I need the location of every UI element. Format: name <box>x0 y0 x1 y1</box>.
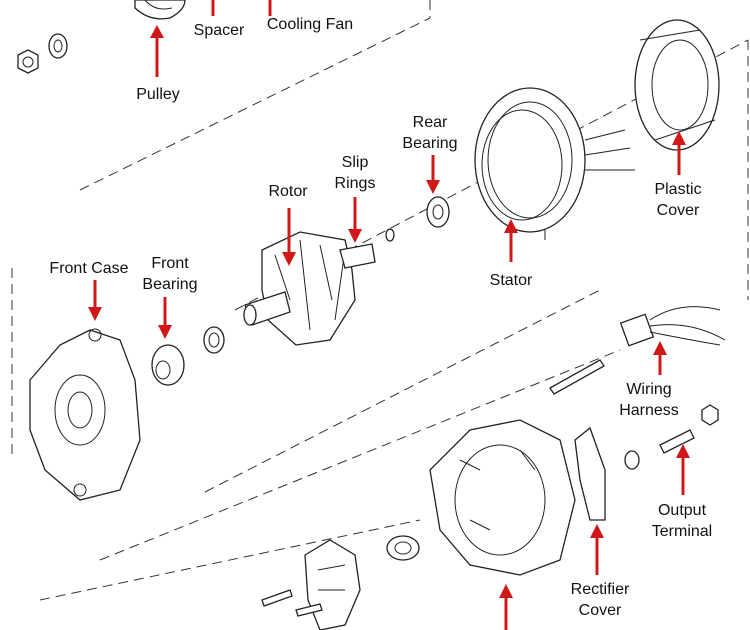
label-output-terminal-line1: Output <box>657 502 707 519</box>
output-terminal-part <box>624 404 719 470</box>
bush-part <box>386 535 420 561</box>
label-rear-bearing-line1: Rear <box>412 114 448 131</box>
assembly-axis-lower <box>11 268 601 493</box>
label-plastic-cover-line2: Cover <box>656 202 700 219</box>
label-rectifier-cover-line2: Cover <box>578 602 622 619</box>
label-pulley: Pulley <box>136 86 180 103</box>
rectifier-cover-part <box>574 426 606 521</box>
label-slip-rings-line2: Rings <box>334 175 376 192</box>
front-bearing-part <box>151 326 225 386</box>
label-rear-bearing-line2: Bearing <box>402 135 458 152</box>
nut-and-washer <box>17 33 68 74</box>
label-front-bearing-line2: Bearing <box>142 276 198 293</box>
label-cooling-fan: Cooling Fan <box>266 16 354 33</box>
rectifier-part <box>261 539 361 630</box>
label-slip-rings-line1: Slip <box>341 154 369 171</box>
rear-housing-part <box>429 419 576 576</box>
label-front-case: Front Case <box>49 260 129 277</box>
rear-bearing-part <box>426 196 450 228</box>
arrows <box>88 0 690 630</box>
label-rectifier-cover-line1: Rectifier <box>570 581 630 598</box>
plastic-cover-part <box>634 19 720 151</box>
stator-part <box>474 87 635 240</box>
frame-line-left <box>429 0 749 300</box>
assembly-axis-bottom <box>39 349 621 601</box>
label-wiring-harness-line2: Harness <box>619 402 679 419</box>
rotor-part <box>243 228 395 346</box>
wiring-harness-part <box>619 306 726 347</box>
label-wiring-harness-line1: Wiring <box>626 381 672 398</box>
label-front-bearing-line1: Front <box>151 255 189 272</box>
through-bolt <box>549 359 605 395</box>
label-plastic-cover-line1: Plastic <box>654 181 702 198</box>
front-case-part <box>29 328 141 501</box>
label-spacer: Spacer <box>193 22 245 39</box>
label-stator: Stator <box>489 272 533 289</box>
pulley-part <box>134 0 186 20</box>
label-output-terminal-line2: Terminal <box>651 523 713 540</box>
assembly-axis-top <box>79 17 431 191</box>
label-rotor: Rotor <box>268 183 308 200</box>
